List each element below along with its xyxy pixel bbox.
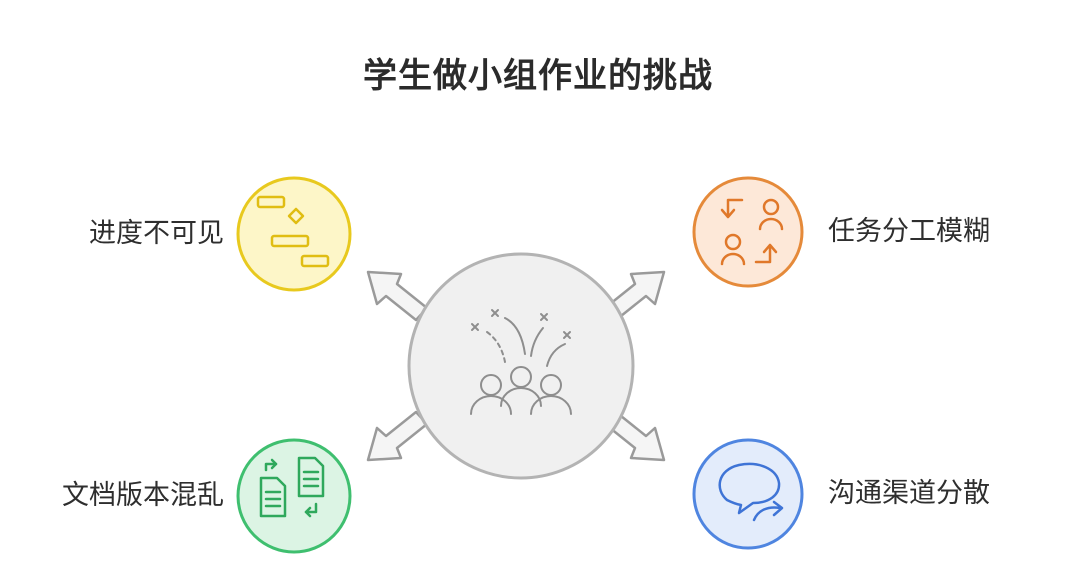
group-scatter-icon [470, 309, 572, 415]
arrow-top-left [366, 270, 429, 322]
node-document-versions [236, 438, 352, 554]
label-task-assignment: 任务分工模糊 [828, 216, 990, 247]
document-versions-icon [259, 456, 325, 518]
chat-bubbles-icon [718, 462, 784, 522]
arrow-bottom-left [366, 410, 429, 462]
gantt-chart-icon [256, 195, 330, 268]
center-node [407, 252, 635, 480]
node-progress [236, 176, 352, 292]
swap-users-icon [720, 198, 784, 266]
node-task-assignment [692, 176, 804, 288]
node-communication-channels [692, 438, 804, 550]
label-communication-channels: 沟通渠道分散 [828, 478, 990, 509]
label-document-versions: 文档版本混乱 [62, 480, 224, 511]
label-progress: 进度不可见 [89, 218, 224, 249]
diagram-title: 学生做小组作业的挑战 [363, 56, 713, 96]
